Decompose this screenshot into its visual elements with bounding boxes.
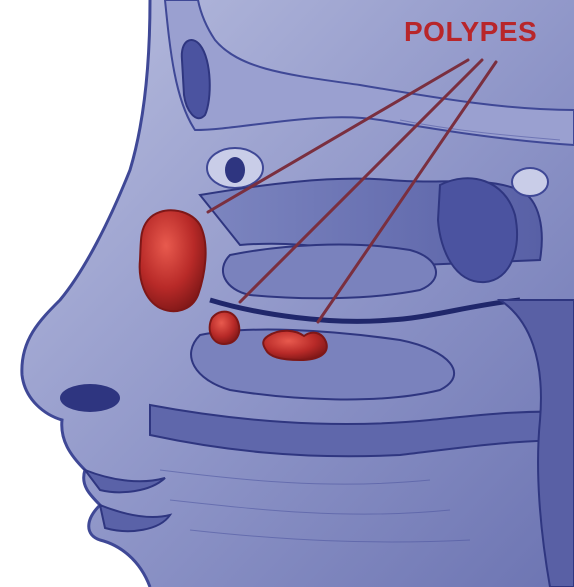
sinus-small-cavity xyxy=(512,168,548,196)
middle-turbinate xyxy=(223,245,436,299)
polyp-large xyxy=(140,210,206,311)
nostril xyxy=(60,384,120,412)
polypes-label: POLYPES xyxy=(404,18,537,46)
polyp-small-middle xyxy=(210,312,240,344)
polyp-cluster-lower xyxy=(263,331,327,360)
eye-pupil xyxy=(225,157,245,183)
